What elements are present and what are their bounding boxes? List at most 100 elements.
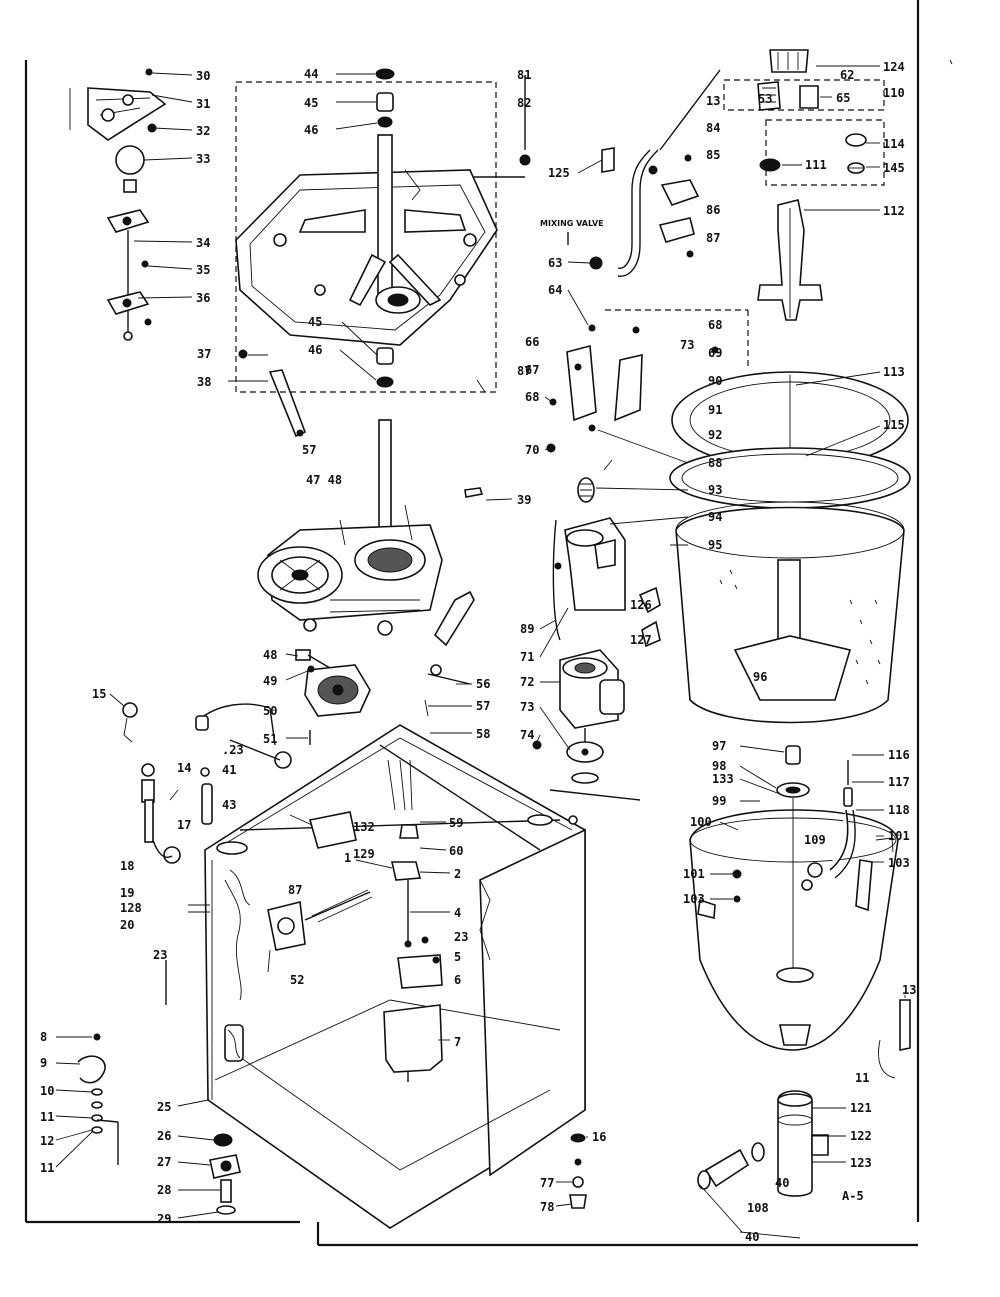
callout-c70: 70: [525, 443, 539, 457]
callout-c33: 33: [196, 152, 210, 166]
callout-c129: 129: [353, 847, 375, 861]
callout-c25: 25: [157, 1100, 171, 1114]
callout-c29: 29: [157, 1212, 171, 1226]
callout-c109: 109: [804, 833, 826, 847]
callout-c110: 110: [883, 86, 905, 100]
callout-c26: 26: [157, 1129, 171, 1143]
callout-c71: 71: [520, 650, 534, 664]
callout-c73: 73: [680, 338, 694, 352]
callout-c13b: 13: [902, 983, 916, 997]
cabinet-base: [188, 724, 586, 1229]
callout-c56: 56: [476, 677, 490, 691]
callout-c53: 53: [758, 92, 772, 106]
callout-c87a: 87: [517, 364, 531, 378]
mixing-valve-label: MIXING VALVE: [540, 219, 604, 228]
callout-c93: 93: [708, 483, 722, 497]
callout-c5: 5: [454, 950, 461, 964]
callout-c85: 85: [706, 148, 720, 162]
callout-c58: 58: [476, 727, 490, 741]
callout-c18: 18: [120, 859, 134, 873]
callout-c94: 94: [708, 510, 722, 524]
callout-c99: 99: [712, 794, 726, 808]
callout-c115: 115: [883, 418, 905, 432]
callout-c27: 27: [157, 1155, 171, 1169]
callout-c50: 50: [263, 704, 277, 718]
callout-c35: 35: [196, 263, 210, 277]
callout-c126: 126: [630, 598, 652, 612]
callout-c9: 9: [40, 1056, 47, 1070]
callout-c98: 98: [712, 759, 726, 773]
callout-c57a: 57: [302, 443, 316, 457]
callout-c100: 100: [690, 815, 712, 829]
callout-c38: 38: [197, 375, 211, 389]
callout-c12: 12: [40, 1134, 54, 1148]
callout-c13a: 13: [706, 94, 720, 108]
callout-c128a: 128: [120, 901, 142, 915]
lid-hinge-assembly: [69, 68, 307, 438]
callout-c77: 77: [540, 1176, 554, 1190]
callout-c91: 91: [708, 403, 722, 417]
callout-c44: 44: [304, 67, 318, 81]
motor-assembly: [552, 517, 661, 784]
callout-c96: 96: [753, 670, 767, 684]
leader-lines: [55, 65, 906, 1239]
callout-c127: 127: [630, 633, 652, 647]
callout-c40b: 40: [745, 1230, 759, 1244]
callout-c23a: .23: [222, 743, 244, 757]
callout-c39: 39: [517, 493, 531, 507]
callout-c15a: 15: [92, 687, 106, 701]
callout-c124: 124: [883, 60, 905, 74]
callout-c14: 14: [177, 761, 191, 775]
callout-c40a: 40: [775, 1176, 789, 1190]
agitator-assembly: [723, 49, 885, 321]
callout-c87c: 87: [706, 231, 720, 245]
callout-c89: 89: [520, 622, 534, 636]
callout-c74: 74: [520, 728, 534, 742]
callout-c34: 34: [196, 236, 210, 250]
callout-c32: 32: [196, 124, 210, 138]
callout-c45b: 45: [308, 315, 322, 329]
callout-c11a: 11: [40, 1110, 54, 1124]
callout-c46b: 46: [308, 343, 322, 357]
callout-c65: 65: [836, 91, 850, 105]
callout-c31: 31: [196, 97, 210, 111]
callout-c101: 101: [683, 867, 705, 881]
page-frame: [24, 0, 953, 1247]
leveling-leg-hardware: [77, 960, 241, 1215]
callout-c123: 123: [850, 1156, 872, 1170]
callout-c41: 41: [222, 763, 236, 777]
callout-c67: 67: [525, 363, 539, 377]
outer-tub-assembly: [689, 745, 911, 1197]
cabinet-internal-parts: [267, 759, 443, 1082]
callout-c57b: 57: [476, 699, 490, 713]
callout-c23b: 23: [454, 930, 468, 944]
callout-c125: 125: [548, 166, 570, 180]
callout-c108: 108: [747, 1201, 769, 1215]
callout-c52: 52: [290, 973, 304, 987]
callout-c82: 82: [517, 96, 531, 110]
callout-c59: 59: [449, 816, 463, 830]
callout-c114: 114: [883, 137, 905, 151]
callout-c37: 37: [197, 347, 211, 361]
callout-c51: 51: [263, 732, 277, 746]
callout-c84: 84: [706, 121, 720, 135]
drain-hose-group: [122, 702, 292, 864]
callout-c86: 86: [706, 203, 720, 217]
callout-c10: 10: [40, 1084, 54, 1098]
motor-mount-brackets: [546, 326, 719, 503]
callout-c117: 117: [888, 775, 910, 789]
callout-c8: 8: [40, 1030, 47, 1044]
callout-c113: 113: [883, 365, 905, 379]
fill-hose-assembly: [567, 69, 721, 332]
callout-c111: 111: [805, 158, 827, 172]
callout-c103b: 103: [888, 856, 910, 870]
callout-c23c: 23: [153, 948, 167, 962]
callout-c88: 88: [708, 456, 722, 470]
callout-c19: 19: [120, 886, 134, 900]
callout-c43: 43: [222, 798, 236, 812]
callout-c132: 132: [353, 820, 375, 834]
callout-c92: 92: [708, 428, 722, 442]
